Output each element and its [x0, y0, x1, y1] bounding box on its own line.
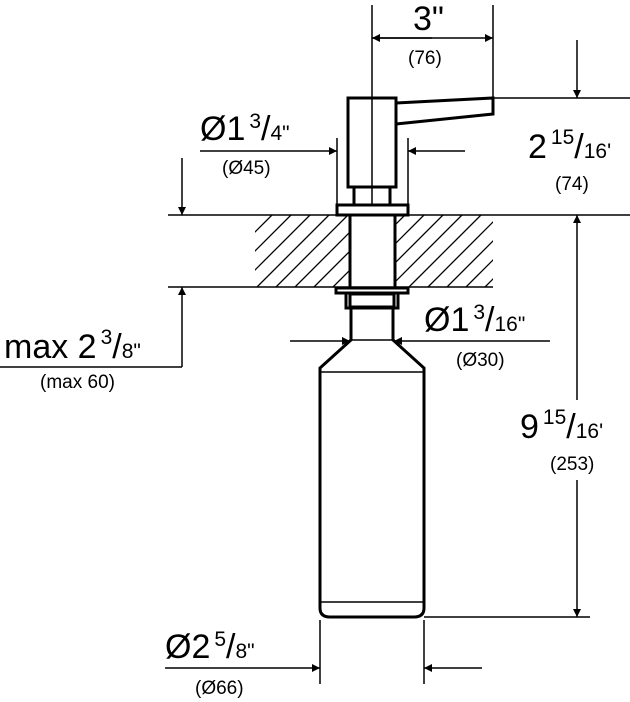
hatch-line	[465, 259, 493, 287]
hatch-line	[332, 270, 349, 287]
svg-text:(253): (253)	[550, 454, 594, 475]
svg-text:(Ø45): (Ø45)	[222, 158, 271, 179]
hatch-line	[275, 215, 349, 287]
hatch-line	[446, 240, 493, 287]
soap-bottle	[318, 308, 426, 619]
svg-text:Ø13/16": Ø13/16"	[424, 301, 525, 339]
svg-text:(76): (76)	[408, 48, 442, 69]
svg-text:(max 60): (max 60)	[40, 372, 115, 393]
hatch-line	[255, 215, 273, 233]
countertop-section	[255, 214, 630, 288]
dimension-lever-reach: 3" (76)	[372, 0, 494, 98]
hatch-line	[255, 215, 311, 271]
hatch-line	[396, 215, 463, 282]
svg-text:915/16': 915/16'	[520, 406, 603, 446]
hatch-line	[504, 215, 576, 287]
hatch-line	[294, 232, 349, 287]
hatch-line	[484, 278, 493, 287]
svg-text:max 23/8": max 23/8"	[4, 326, 141, 366]
hatch-line	[485, 215, 557, 287]
hatch-line	[256, 215, 330, 287]
svg-text:(Ø66): (Ø66)	[195, 678, 244, 699]
svg-text:3": 3"	[413, 0, 444, 38]
hatch-line	[542, 215, 614, 287]
svg-text:(74): (74)	[555, 174, 589, 195]
hatch-line	[408, 215, 482, 287]
hatch-line	[396, 215, 425, 244]
hatch-line	[427, 221, 493, 287]
svg-text:Ø25/8": Ø25/8"	[165, 628, 255, 666]
svg-text:(Ø30): (Ø30)	[456, 350, 505, 371]
hatch-line	[542, 215, 614, 287]
hatch-line	[396, 215, 444, 263]
hatch-line	[313, 251, 349, 287]
svg-text:215/16': 215/16'	[528, 126, 611, 166]
hatch-line	[523, 215, 595, 287]
svg-text:Ø13/4": Ø13/4"	[200, 110, 290, 148]
hatch-line	[504, 215, 576, 287]
hatch-line	[255, 215, 292, 252]
hatch-line	[523, 215, 595, 287]
